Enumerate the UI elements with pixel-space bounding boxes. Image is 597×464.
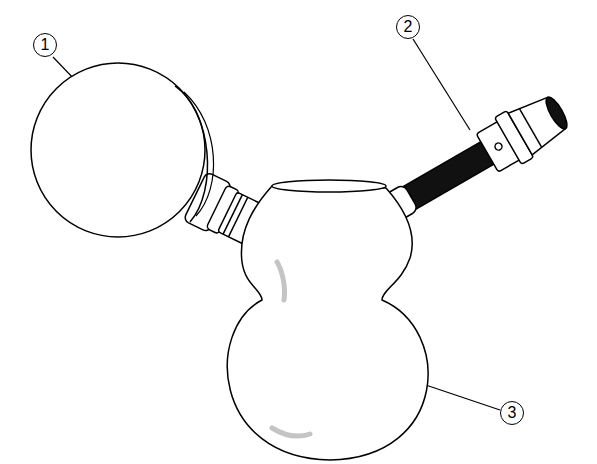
callout-number: 1: [33, 33, 57, 57]
leader-line: [413, 39, 470, 130]
two-neck-flask: [227, 180, 428, 460]
callout-number: 3: [500, 401, 524, 425]
round-flask: [31, 63, 214, 237]
callout-number: 2: [396, 15, 420, 39]
